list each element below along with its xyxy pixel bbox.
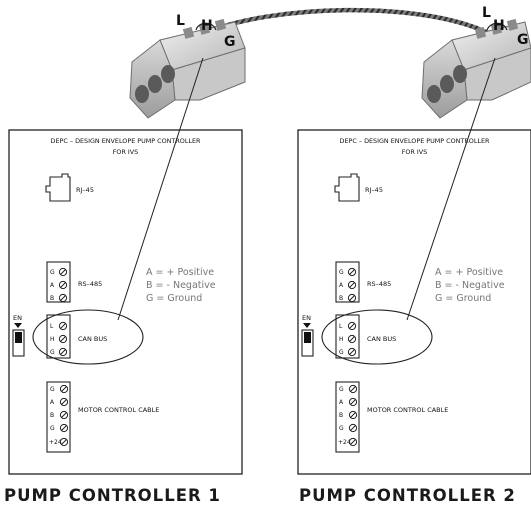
legend-ground: G = Ground bbox=[435, 293, 491, 304]
rs485-pin-b: B bbox=[50, 295, 54, 302]
screw-icon bbox=[59, 397, 69, 407]
rs485-terminal bbox=[46, 261, 71, 303]
motor-pin-g: G bbox=[339, 386, 344, 393]
rs485-pin-b: B bbox=[339, 295, 343, 302]
en-arrow-icon bbox=[303, 323, 311, 328]
controller-2: DEPC – DESIGN ENVELOPE PUMP CONTROLLER F… bbox=[297, 57, 531, 475]
en-label: EN bbox=[13, 314, 22, 322]
screw-icon bbox=[59, 410, 69, 420]
screw-icon bbox=[58, 293, 68, 303]
can-pin-h: H bbox=[339, 336, 344, 343]
can-pointer-line bbox=[406, 57, 496, 321]
screw-icon bbox=[348, 397, 358, 407]
motor-terminal bbox=[46, 381, 71, 453]
board-title: DEPC – DESIGN ENVELOPE PUMP CONTROLLER bbox=[51, 137, 201, 145]
controller-2-caption: PUMP CONTROLLER 2 bbox=[299, 486, 516, 505]
wire-label-h-right: H bbox=[493, 18, 505, 34]
rs485-pin-a: A bbox=[50, 282, 55, 289]
screw-icon bbox=[348, 384, 358, 394]
motor-label: MOTOR CONTROL CABLE bbox=[78, 406, 159, 414]
rj45-jack-icon bbox=[334, 173, 360, 202]
rs485-label: RS–485 bbox=[78, 280, 102, 288]
screw-icon bbox=[347, 321, 357, 331]
board-subtitle: FOR IVS bbox=[402, 148, 428, 156]
rj45-label: RJ–45 bbox=[76, 186, 94, 194]
screw-icon bbox=[59, 423, 69, 433]
can-pointer-line bbox=[117, 57, 204, 321]
wire-label-h-left: H bbox=[201, 18, 213, 34]
motor-label: MOTOR CONTROL CABLE bbox=[367, 406, 448, 414]
can-label: CAN BUS bbox=[78, 335, 107, 343]
en-label: EN bbox=[302, 314, 311, 322]
screw-icon bbox=[347, 280, 357, 290]
can-terminal bbox=[46, 314, 71, 359]
motor-pin-b: B bbox=[339, 412, 343, 419]
motor-terminal bbox=[335, 381, 360, 453]
legend-ground: G = Ground bbox=[146, 293, 202, 304]
screw-icon bbox=[58, 280, 68, 290]
screw-icon bbox=[59, 384, 69, 394]
wire-label-g-right: G bbox=[517, 32, 529, 48]
screw-icon bbox=[347, 267, 357, 277]
can-pin-l: L bbox=[339, 323, 343, 330]
legend-positive: A = + Positive bbox=[146, 267, 214, 278]
can-pin-g: G bbox=[339, 349, 344, 356]
connector-plug-right bbox=[421, 18, 531, 119]
screw-icon bbox=[58, 321, 68, 331]
connector-plug-left bbox=[129, 18, 246, 119]
rs485-terminal bbox=[335, 261, 360, 303]
controller-board bbox=[297, 129, 531, 475]
motor-pin-a: A bbox=[50, 399, 55, 406]
screw-icon bbox=[348, 423, 358, 433]
motor-pin-g: G bbox=[50, 386, 55, 393]
motor-pin-g2: G bbox=[50, 425, 55, 432]
motor-pin-24: +24 bbox=[338, 439, 351, 446]
rs485-pin-a: A bbox=[339, 282, 344, 289]
en-arrow-icon bbox=[14, 323, 22, 328]
can-highlight-ellipse bbox=[32, 309, 144, 365]
screw-icon bbox=[348, 437, 358, 447]
screw-icon bbox=[58, 347, 68, 357]
controller-1-caption: PUMP CONTROLLER 1 bbox=[4, 486, 221, 505]
motor-pin-a: A bbox=[339, 399, 344, 406]
board-title: DEPC – DESIGN ENVELOPE PUMP CONTROLLER bbox=[340, 137, 490, 145]
can-label: CAN BUS bbox=[367, 335, 396, 343]
rs485-label: RS–485 bbox=[367, 280, 391, 288]
rs485-pin-g: G bbox=[50, 269, 55, 276]
screw-icon bbox=[59, 437, 69, 447]
legend-negative: B = - Negative bbox=[435, 280, 505, 291]
wire-label-l-right: L bbox=[482, 5, 491, 21]
can-pin-h: H bbox=[50, 336, 55, 343]
controller-board bbox=[8, 129, 243, 475]
can-highlight-ellipse bbox=[321, 309, 433, 365]
wire-label-l-left: L bbox=[176, 13, 185, 29]
screw-icon bbox=[347, 347, 357, 357]
rs485-pin-g: G bbox=[339, 269, 344, 276]
screw-icon bbox=[348, 410, 358, 420]
screw-icon bbox=[347, 334, 357, 344]
can-terminal bbox=[335, 314, 360, 359]
rj45-jack-icon bbox=[45, 173, 71, 202]
twisted-pair-cable bbox=[202, 7, 491, 36]
board-subtitle: FOR IVS bbox=[113, 148, 139, 156]
legend-negative: B = - Negative bbox=[146, 280, 216, 291]
can-pin-l: L bbox=[50, 323, 54, 330]
wire-label-g-left: G bbox=[224, 34, 236, 50]
can-pin-g: G bbox=[50, 349, 55, 356]
legend-positive: A = + Positive bbox=[435, 267, 503, 278]
screw-icon bbox=[347, 293, 357, 303]
motor-pin-g2: G bbox=[339, 425, 344, 432]
motor-pin-b: B bbox=[50, 412, 54, 419]
en-switch-knob bbox=[304, 332, 311, 343]
en-switch-knob bbox=[15, 332, 22, 343]
screw-icon bbox=[58, 267, 68, 277]
rj45-label: RJ–45 bbox=[365, 186, 383, 194]
screw-icon bbox=[58, 334, 68, 344]
motor-pin-24: +24 bbox=[49, 439, 62, 446]
controller-1: DEPC – DESIGN ENVELOPE PUMP CONTROLLER F… bbox=[8, 57, 243, 475]
